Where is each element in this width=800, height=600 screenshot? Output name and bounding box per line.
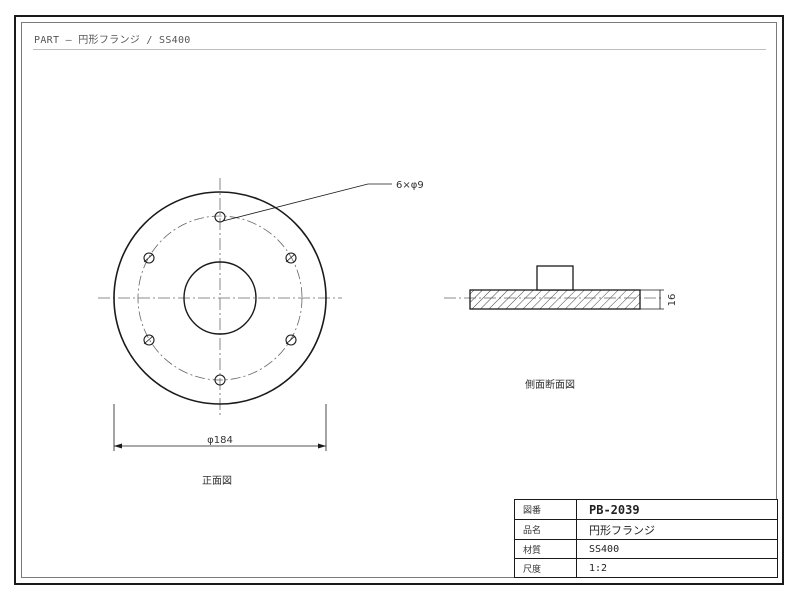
front-view: 6×φ9 φ184 bbox=[98, 178, 424, 451]
thickness-dimension bbox=[640, 289, 664, 310]
title-key: 図番 bbox=[515, 500, 577, 519]
front-view-label: 正面図 bbox=[202, 476, 232, 487]
hole-callout: 6×φ9 bbox=[396, 180, 424, 191]
diameter-label: φ184 bbox=[207, 435, 233, 446]
title-key: 品名 bbox=[515, 520, 577, 539]
title-row-material: 材質 SS400 bbox=[515, 540, 777, 559]
title-key: 材質 bbox=[515, 540, 577, 558]
thickness-label: 16 bbox=[667, 294, 678, 307]
drawing-number: PB-2039 bbox=[589, 502, 640, 517]
title-row-part-name: 品名 円形フランジ bbox=[515, 520, 777, 540]
bolt-pitch-circle bbox=[137, 215, 303, 381]
side-view-label: 側面断面図 bbox=[525, 380, 575, 391]
flange-outer-circle bbox=[113, 191, 327, 405]
drawing-frame-inner bbox=[21, 22, 777, 578]
bolt-hole bbox=[214, 211, 226, 223]
drawing-frame-outer bbox=[14, 15, 784, 585]
hub-section bbox=[536, 265, 574, 291]
scale: 1:2 bbox=[589, 562, 608, 574]
hole-leader bbox=[222, 183, 392, 222]
header-rule bbox=[33, 49, 766, 50]
part-header: PART — 円形フランジ / SS400 bbox=[34, 35, 191, 46]
bolt-hole bbox=[285, 252, 297, 264]
part-name: 円形フランジ bbox=[589, 523, 655, 537]
title-block: 図番 PB-2039 品名 円形フランジ 材質 SS400 尺度 1:2 bbox=[514, 499, 778, 578]
side-section-view: 16 bbox=[444, 265, 678, 310]
bolt-hole bbox=[143, 334, 155, 346]
bolt-hole bbox=[285, 334, 297, 346]
title-row-scale: 尺度 1:2 bbox=[515, 559, 777, 577]
material: SS400 bbox=[589, 543, 620, 555]
diameter-dimension bbox=[113, 404, 327, 451]
flange-section bbox=[469, 289, 641, 310]
title-row-drawing-number: 図番 PB-2039 bbox=[515, 500, 777, 520]
title-key: 尺度 bbox=[515, 559, 577, 577]
center-bore bbox=[183, 261, 257, 335]
bolt-hole bbox=[143, 252, 155, 264]
bolt-hole bbox=[214, 374, 226, 386]
